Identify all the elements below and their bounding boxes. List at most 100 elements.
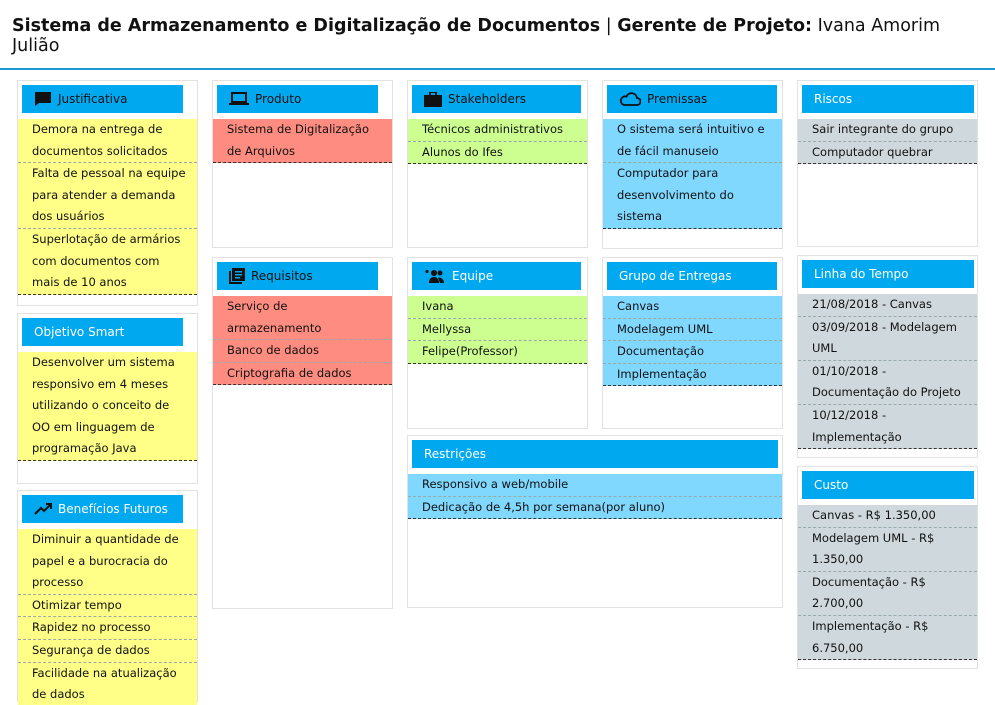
note-item: Sair integrante do grupo bbox=[798, 119, 977, 142]
card-header: Premissas bbox=[607, 85, 777, 113]
note-line: armazenamento bbox=[227, 320, 322, 335]
library-books-icon bbox=[229, 268, 245, 284]
briefcase-icon bbox=[424, 91, 442, 107]
note-line: de dados bbox=[32, 687, 85, 702]
card-header: Requisitos bbox=[217, 262, 378, 290]
note-line: 10/12/2018 - bbox=[812, 407, 887, 422]
card-beneficios-futuros: Benefícios Futuros Diminuir a quantidade… bbox=[17, 490, 198, 705]
note-line: responsivo em 4 meses bbox=[32, 376, 169, 391]
note-line: papel e a burocracia do bbox=[32, 553, 168, 568]
card-title: Benefícios Futuros bbox=[58, 502, 168, 516]
card-header: Objetivo Smart bbox=[22, 318, 183, 346]
cloud-icon bbox=[619, 92, 641, 106]
project-title: Sistema de Armazenamento e Digitalização… bbox=[12, 16, 601, 36]
card-title: Premissas bbox=[647, 92, 708, 106]
note-item: Criptografia de dados bbox=[213, 363, 392, 386]
group-add-icon bbox=[424, 269, 446, 283]
card-header: Justificativa bbox=[22, 85, 183, 113]
note-line: Computador para bbox=[617, 166, 719, 181]
note-line: sistema bbox=[617, 209, 663, 224]
note-line: Canvas - R$ 1.350,00 bbox=[812, 508, 936, 522]
note-line: OO em linguagem de bbox=[32, 419, 155, 434]
feedback-icon bbox=[34, 91, 52, 107]
note-line: Criptografia de dados bbox=[227, 365, 352, 380]
card-header: Linha do Tempo bbox=[802, 260, 974, 288]
note-line: Responsivo a web/mobile bbox=[422, 477, 569, 491]
note-item: Implementação - R$6.750,00 bbox=[798, 616, 977, 661]
card-header: Stakeholders bbox=[412, 85, 581, 113]
note-line: Sistema de Digitalização bbox=[227, 122, 369, 136]
note-line: Banco de dados bbox=[227, 343, 319, 358]
note-item: Modelagem UML bbox=[603, 319, 782, 342]
note-line: para atender a demanda bbox=[32, 187, 176, 202]
note-line: programação Java bbox=[32, 441, 137, 456]
card-title: Restrições bbox=[424, 447, 486, 461]
note-item: Rapidez no processo bbox=[18, 617, 197, 640]
card-title: Requisitos bbox=[251, 269, 313, 283]
header-separator: | bbox=[605, 16, 612, 36]
card-title: Equipe bbox=[452, 269, 494, 283]
note-line: Implementação - R$ bbox=[812, 618, 929, 633]
note-line: Alunos do Ifes bbox=[422, 144, 503, 159]
note-line: Implementação bbox=[617, 366, 707, 381]
note-line: 21/08/2018 - Canvas bbox=[812, 297, 932, 311]
note-line: Documentação bbox=[617, 344, 705, 359]
card-title: Justificativa bbox=[58, 92, 128, 106]
note-line: Segurança de dados bbox=[32, 642, 150, 657]
note-line: de fácil manuseio bbox=[617, 143, 719, 158]
card-header: Grupo de Entregas bbox=[607, 262, 777, 290]
note-line: utilizando o conceito de bbox=[32, 398, 170, 413]
card-header: Equipe bbox=[412, 262, 581, 290]
manager-name: Ivana Amorim Julião bbox=[12, 16, 941, 56]
note-item: Felipe(Professor) bbox=[408, 341, 587, 364]
card-title: Custo bbox=[814, 478, 849, 492]
note-item: 21/08/2018 - Canvas bbox=[798, 294, 977, 317]
note-item: Responsivo a web/mobile bbox=[408, 474, 782, 497]
note-item: Alunos do Ifes bbox=[408, 142, 587, 165]
note-item: Canvas - R$ 1.350,00 bbox=[798, 505, 977, 528]
card-title: Riscos bbox=[814, 92, 853, 106]
note-line: Felipe(Professor) bbox=[422, 344, 518, 359]
note-line: Ivana bbox=[422, 299, 454, 313]
note-line: Técnicos administrativos bbox=[422, 122, 563, 136]
page-header: Sistema de Armazenamento e Digitalização… bbox=[0, 0, 995, 70]
note-item: 01/10/2018 -Documentação do Projeto bbox=[798, 361, 977, 405]
note-line: Mellyssa bbox=[422, 321, 472, 336]
note-line: dos usuários bbox=[32, 209, 105, 224]
note-item: Implementação bbox=[603, 364, 782, 387]
note-item: Segurança de dados bbox=[18, 640, 197, 663]
note-line: com documentos com bbox=[32, 253, 160, 268]
note-item: Computador quebrar bbox=[798, 142, 977, 165]
note-line: Rapidez no processo bbox=[32, 620, 151, 635]
card-title: Linha do Tempo bbox=[814, 267, 909, 281]
note-item: Canvas bbox=[603, 296, 782, 319]
note-line: Documentação - R$ bbox=[812, 574, 926, 589]
note-line: Computador quebrar bbox=[812, 144, 933, 159]
card-header: Produto bbox=[217, 85, 378, 113]
note-line: Otimizar tempo bbox=[32, 597, 122, 612]
note-item: Documentação - R$2.700,00 bbox=[798, 572, 977, 616]
note-line: UML bbox=[812, 341, 837, 356]
note-line: Documentação do Projeto bbox=[812, 385, 961, 400]
